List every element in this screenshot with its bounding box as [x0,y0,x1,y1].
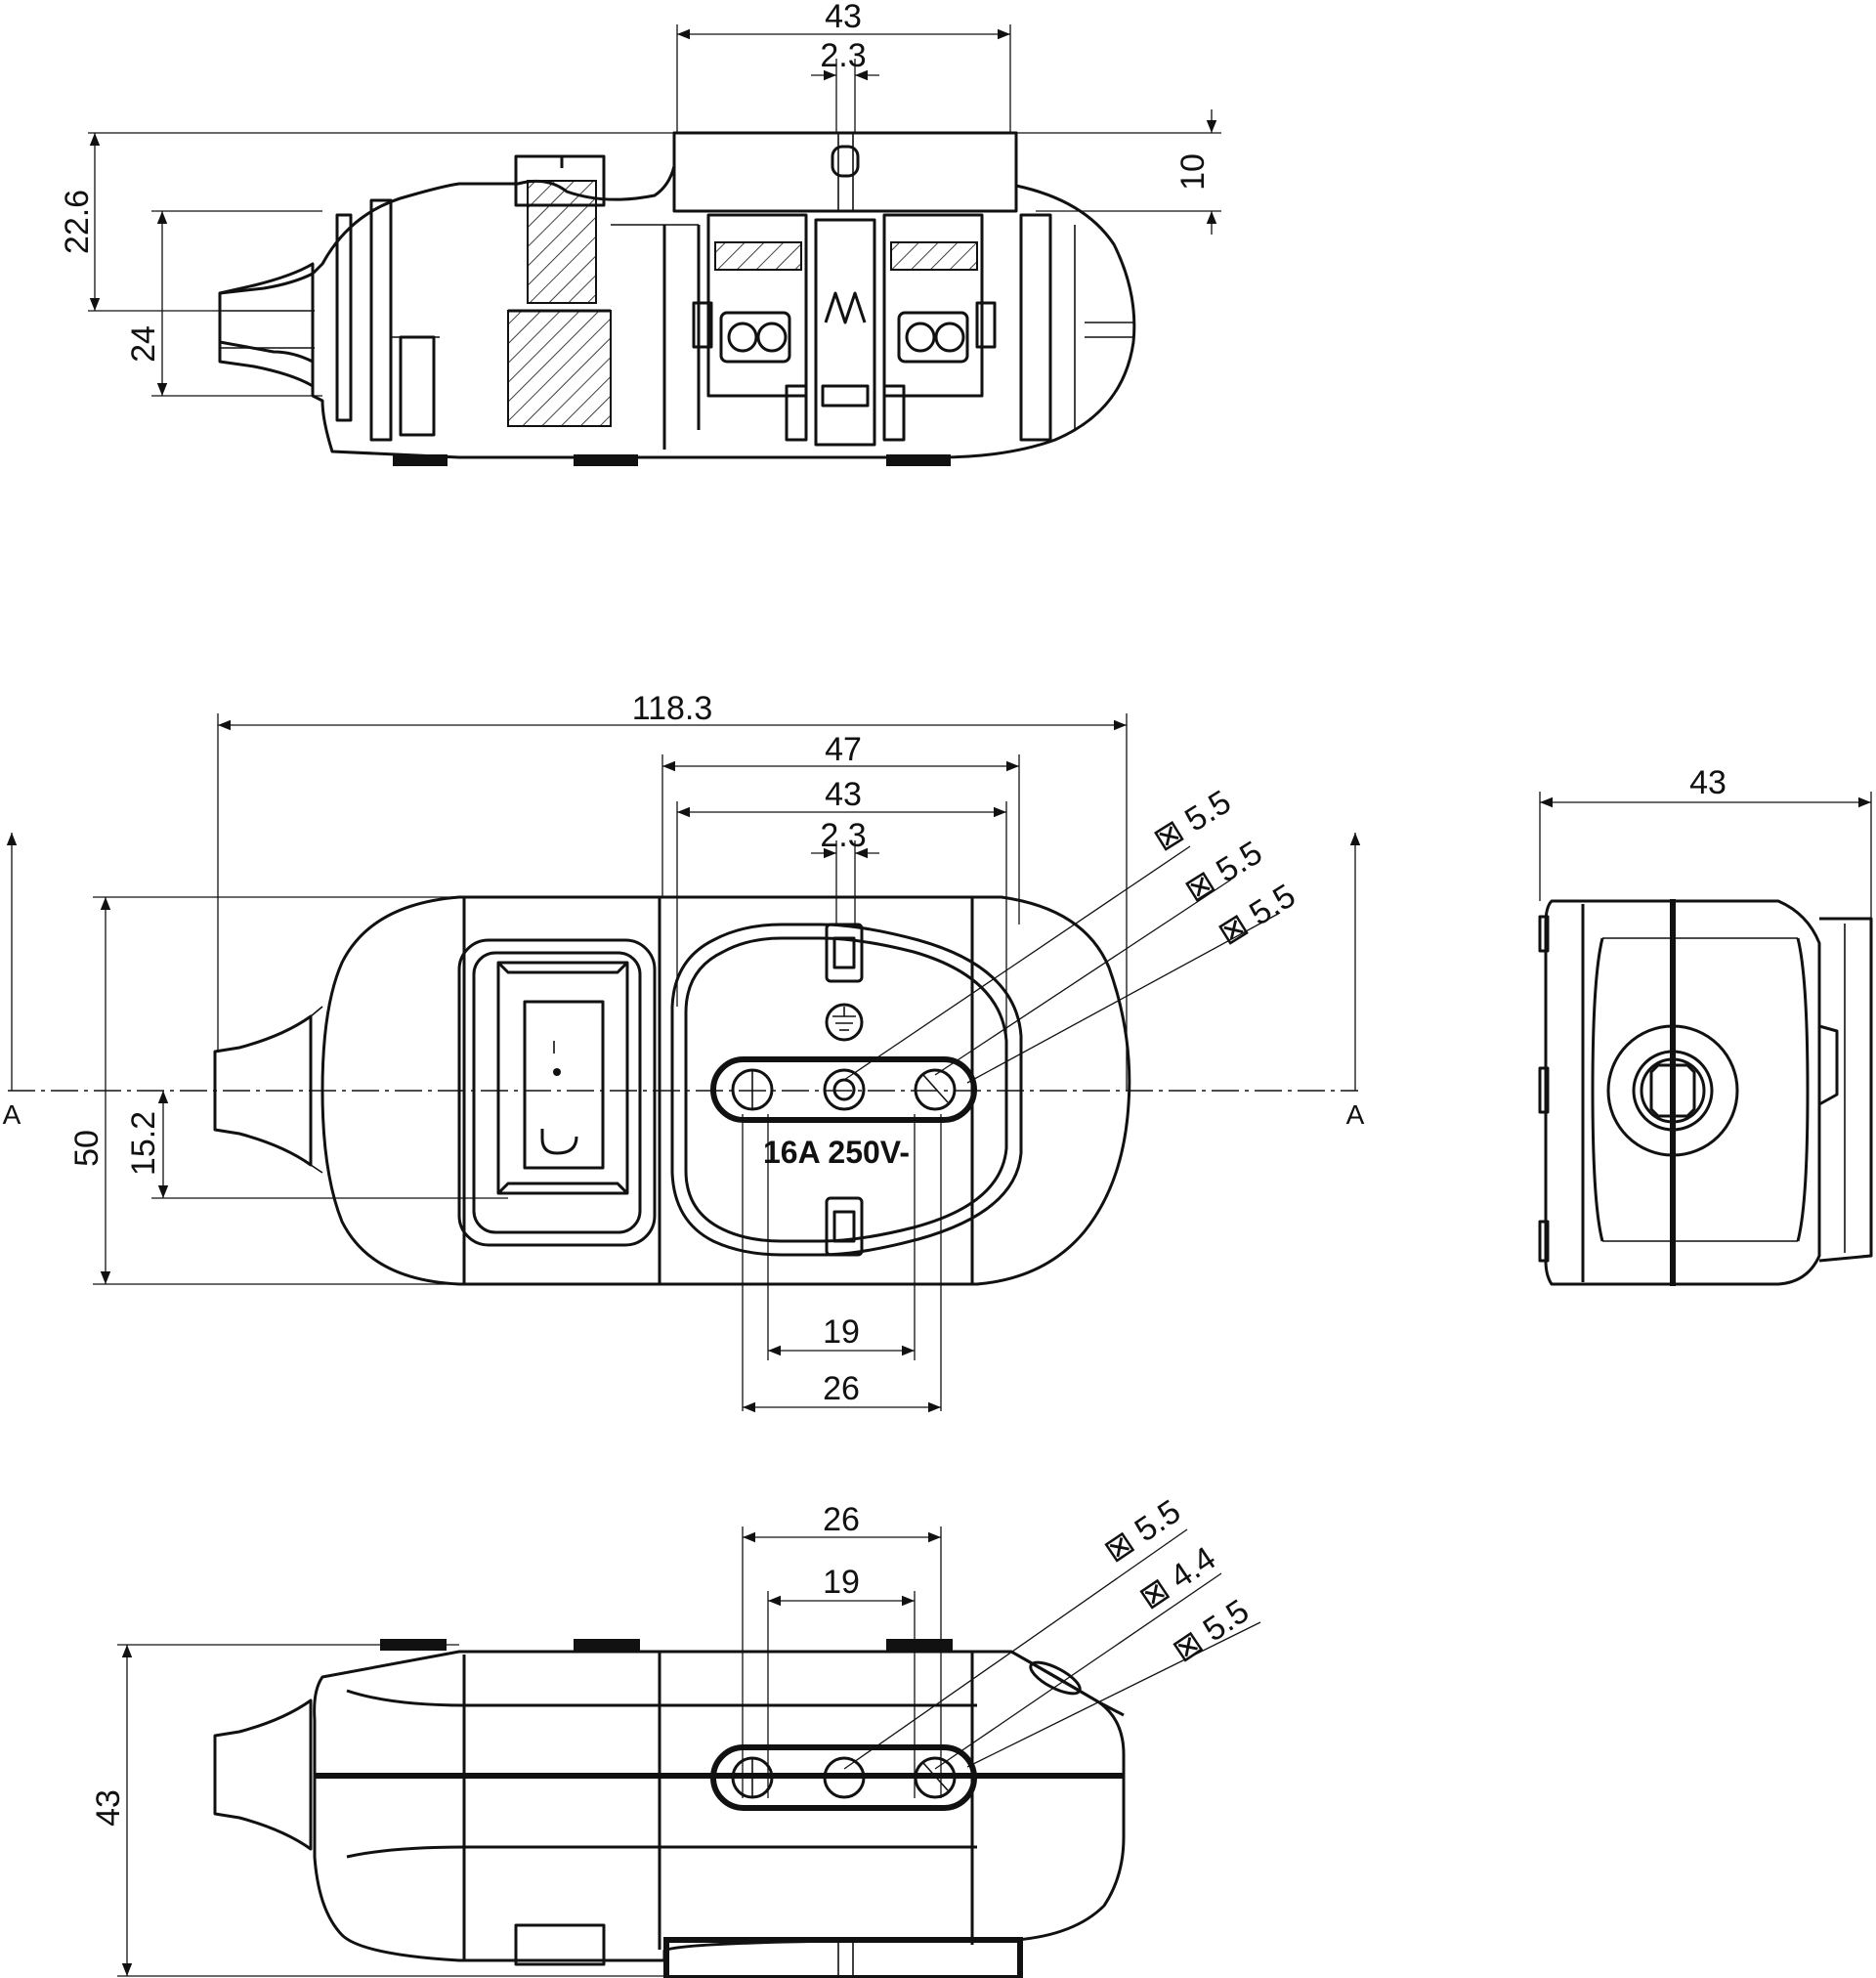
side-height-label: 43 [90,1789,127,1827]
side-pin-spacing-26-label: 26 [823,1501,860,1538]
end-view: 43 [1538,764,1873,1286]
section-height-cable-label: 24 [125,325,162,363]
width-50-label: 50 [68,1130,106,1167]
side-pin-spacing-19-label: 19 [823,1564,860,1601]
total-length-label: 118.3 [632,690,713,727]
section-view: 43 2.3 10 22.6 24 [59,0,1221,466]
section-gap-top-label: 2.3 [820,37,866,74]
socket-width-label: 47 [825,731,862,768]
pin-spacing-19-label: 19 [823,1313,860,1351]
pin-gap-label: 2.3 [820,817,866,854]
section-mark-right: A [1346,1099,1365,1130]
rating-label: 16A 250V- [763,1135,910,1170]
section-mark-left: A [3,1099,21,1130]
side-diameter-3-label: ⊠ 5.5 [1166,1592,1256,1669]
section-height-body-label: 22.6 [59,190,96,254]
section-height-lid-label: 10 [1174,153,1212,191]
top-view: A A [3,690,1365,1413]
side-view: 26 19 ⊠ 5.5 ⊠ 4.4 ⊠ 5.5 43 [90,1492,1261,1978]
offset-label: 15.2 [125,1111,162,1176]
section-width-top-label: 43 [825,0,862,35]
pin-spacing-26-label: 26 [823,1370,860,1407]
end-width-label: 43 [1689,764,1727,801]
socket-inner-label: 43 [825,776,862,813]
diameter-1-label: ⊠ 5.5 [1147,783,1237,858]
